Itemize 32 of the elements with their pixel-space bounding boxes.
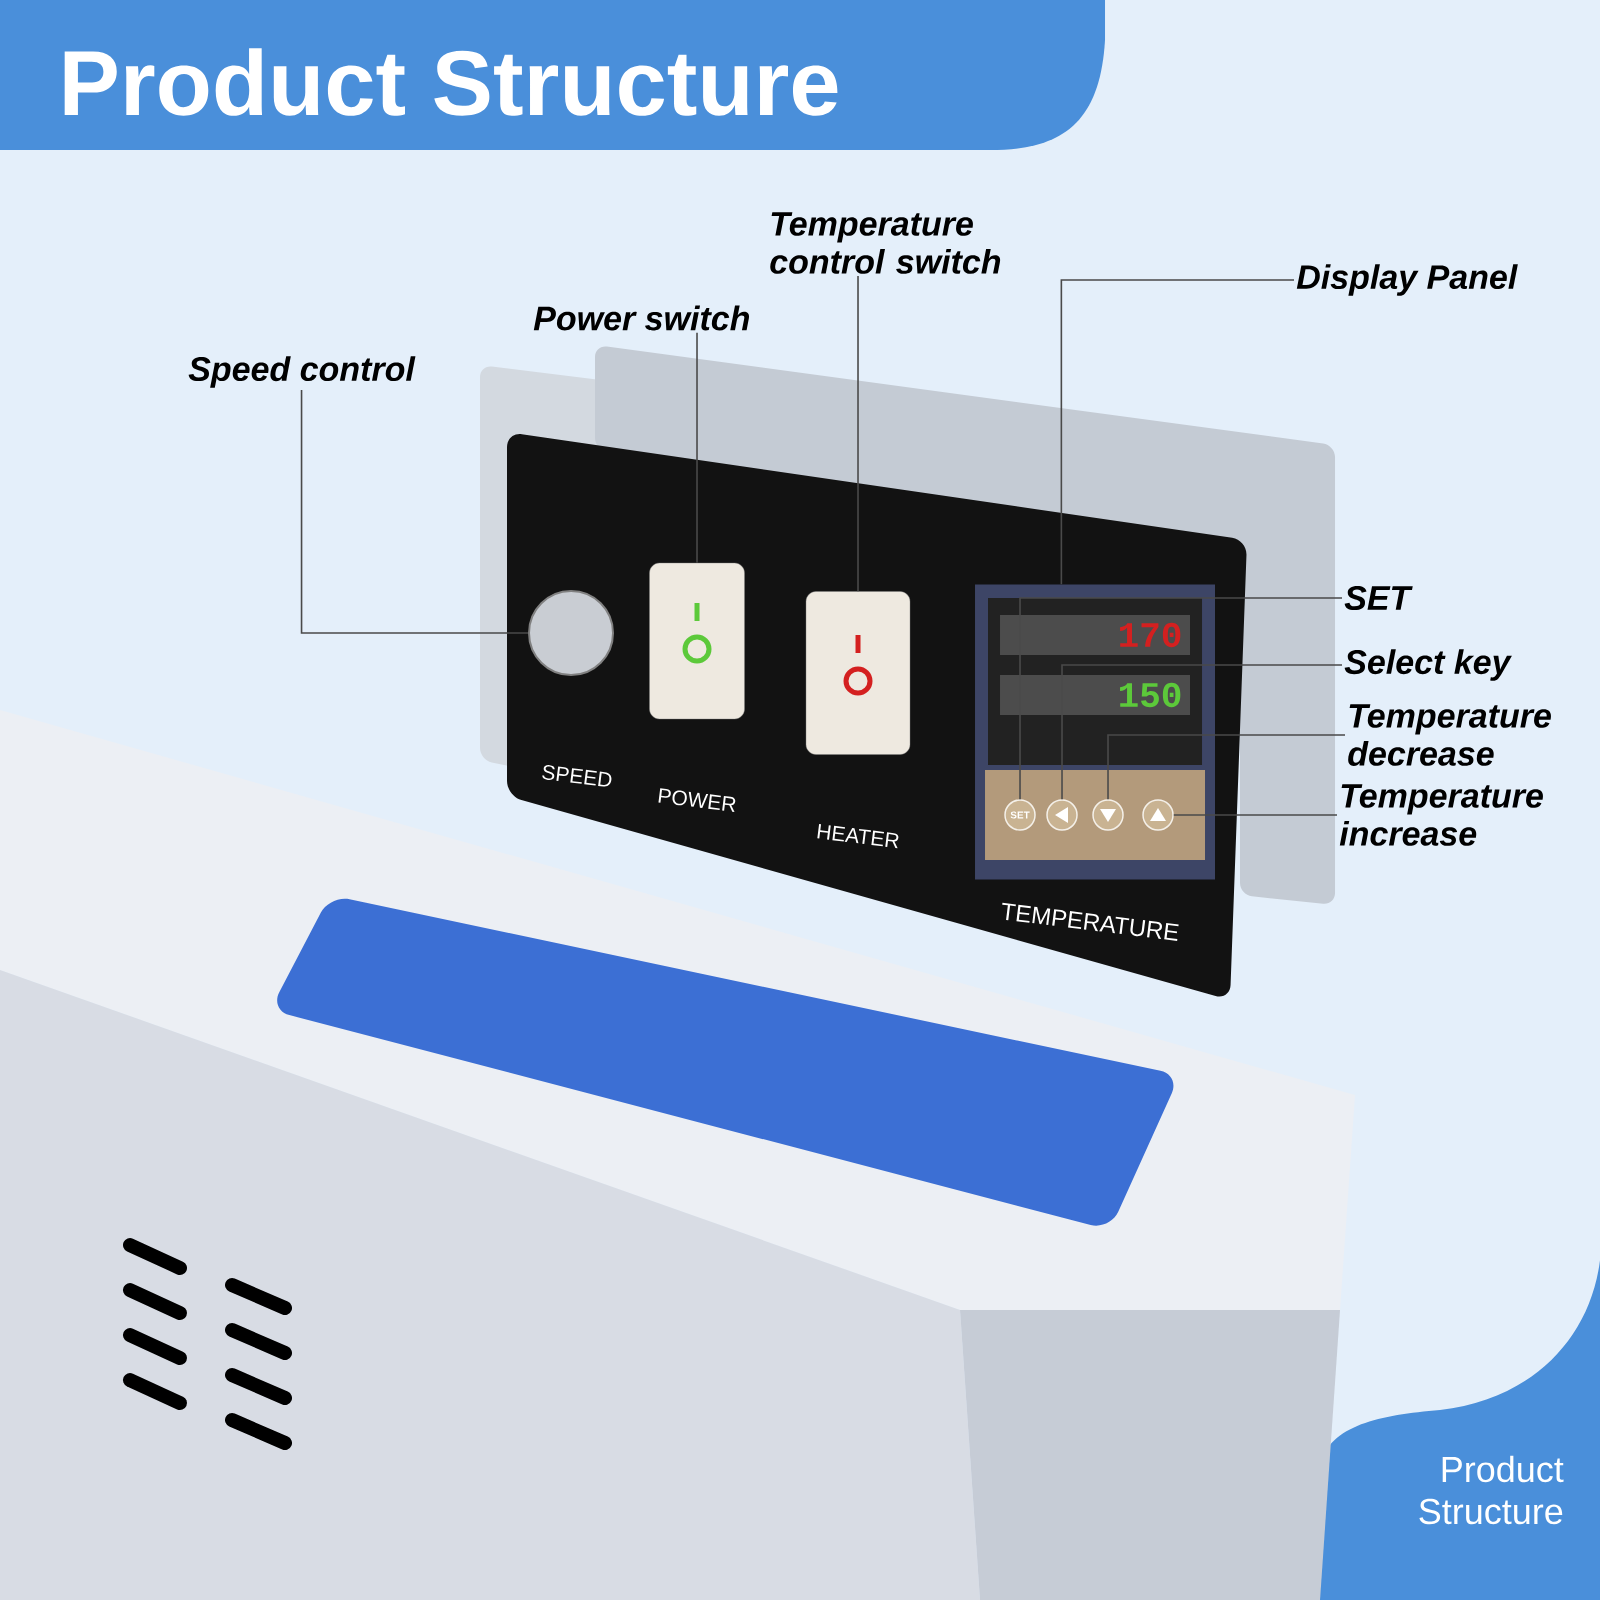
callout-label: Temperature decrease bbox=[1348, 704, 1551, 766]
leader-line bbox=[300, 389, 529, 634]
leader-line bbox=[1172, 814, 1338, 816]
display-readout: 150 bbox=[1120, 682, 1181, 708]
rocker-switch bbox=[805, 591, 911, 755]
control-button: SET bbox=[1004, 799, 1036, 831]
rocker-switch bbox=[649, 562, 745, 720]
display-readout: 170 bbox=[1120, 622, 1181, 648]
control-button bbox=[1046, 799, 1078, 831]
callout-label: Speed control bbox=[188, 356, 416, 388]
leader-line bbox=[1060, 279, 1295, 586]
callout-label: Display Panel bbox=[1296, 264, 1518, 296]
callout-label: Select key bbox=[1344, 649, 1512, 681]
leader-line bbox=[1019, 597, 1343, 801]
callout-label: Power switch bbox=[533, 305, 750, 331]
callout-label: Temperature control switch bbox=[770, 212, 1001, 274]
corner-text: Product Structure bbox=[1419, 1455, 1564, 1525]
panel-label: TEMPERATURE bbox=[1002, 902, 1179, 941]
leader-line bbox=[1107, 734, 1346, 801]
panel-label: POWER bbox=[658, 788, 736, 812]
control-button bbox=[1142, 799, 1174, 831]
panel-label: HEATER bbox=[817, 823, 899, 849]
callout-label: Temperature increase bbox=[1339, 784, 1543, 846]
temperature-controller bbox=[975, 584, 1215, 880]
speed-knob bbox=[528, 590, 614, 676]
callout-label: SET bbox=[1344, 585, 1413, 611]
control-button bbox=[1092, 799, 1124, 831]
leader-line bbox=[857, 275, 859, 593]
leader-line bbox=[696, 331, 698, 564]
leader-line bbox=[1061, 664, 1343, 801]
title: Product Structure bbox=[64, 48, 838, 116]
panel-label: SPEED bbox=[542, 765, 612, 787]
